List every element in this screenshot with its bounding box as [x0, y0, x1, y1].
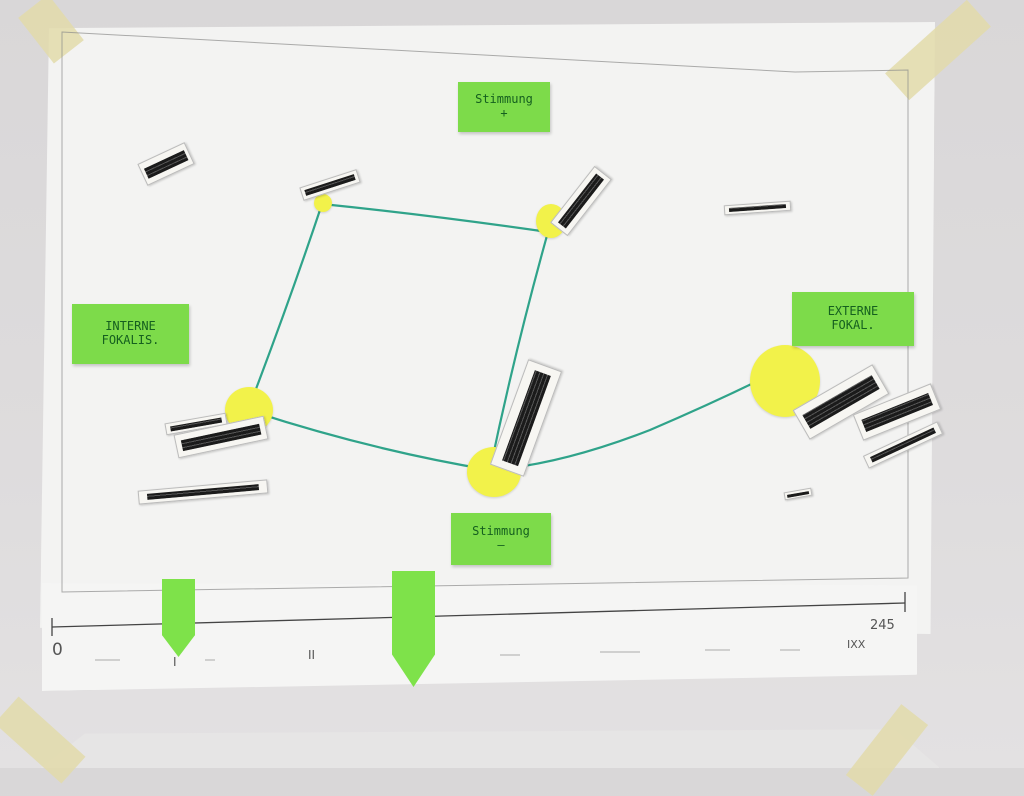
- sticky-text-line2: FOKAL.: [831, 318, 875, 332]
- timeline-tick-label: I: [173, 655, 177, 669]
- timeline-tick-label: IXX: [847, 638, 866, 651]
- paper-sheet-lower: [40, 729, 940, 768]
- sticky-internal-focalization: INTERNE FOKALIS.: [72, 304, 189, 364]
- sticky-mood-positive: Stimmung +: [458, 82, 550, 132]
- timeline-tick-label: 245: [870, 618, 895, 633]
- sticky-text-line2: +: [500, 106, 508, 120]
- sticky-text-line1: INTERNE: [105, 319, 156, 334]
- timeline-tick-label: 0: [52, 640, 63, 660]
- sticky-external-focalization: EXTERNE FOKAL.: [792, 292, 914, 346]
- sticky-text-line1: Stimmung: [475, 92, 533, 107]
- sticky-text-line2: –: [497, 538, 505, 552]
- timeline-tick-label: II: [308, 648, 316, 662]
- sticky-mood-negative: Stimmung –: [451, 513, 551, 565]
- node-top-left: [314, 194, 332, 212]
- sticky-text-line1: Stimmung: [472, 524, 530, 539]
- sticky-text-line1: EXTERNE: [827, 304, 879, 319]
- sticky-text-line2: FOKALIS.: [101, 333, 160, 347]
